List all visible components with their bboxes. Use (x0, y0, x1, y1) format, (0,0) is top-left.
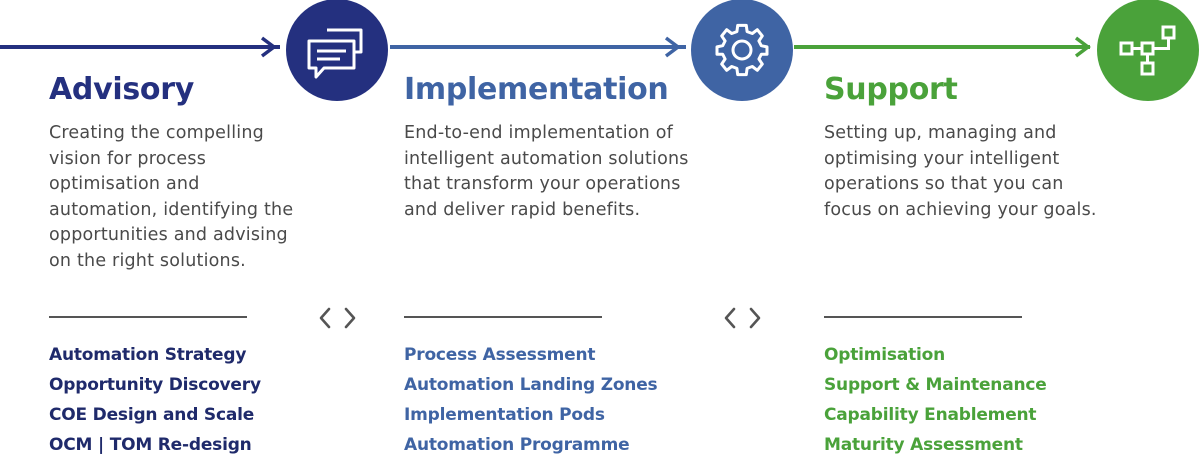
list-item: Support & Maintenance (824, 375, 1047, 395)
implementation-services-list: Process Assessment Automation Landing Zo… (404, 340, 658, 460)
list-item: Capability Enablement (824, 405, 1037, 425)
list-item: Automation Strategy (49, 345, 247, 365)
implementation-column: Implementation End-to-end implementation… (404, 72, 694, 223)
network-nodes-icon (1119, 25, 1176, 76)
list-item: Optimisation (824, 345, 946, 365)
support-arrowhead (1074, 36, 1091, 58)
implementation-title: Implementation (404, 72, 669, 107)
implementation-divider (404, 316, 602, 318)
list-item: Maturity Assessment (824, 435, 1023, 455)
support-divider (824, 316, 1022, 318)
support-title: Support (824, 72, 958, 107)
advisory-column: Advisory Creating the compelling vision … (49, 72, 309, 274)
advisory-arrowhead (260, 36, 277, 58)
implementation-arrowhead (664, 36, 681, 58)
advisory-services-list: Automation Strategy Opportunity Discover… (49, 340, 261, 460)
support-description: Setting up, managing and optimising your… (824, 123, 1097, 220)
list-item: Automation Landing Zones (404, 375, 658, 395)
advisory-description: Creating the compelling vision for proce… (49, 123, 294, 271)
implementation-description: End-to-end implementation of intelligent… (404, 123, 689, 220)
advisory-divider (49, 316, 247, 318)
support-column: Support Setting up, managing and optimis… (824, 72, 1114, 223)
list-item: OCM | TOM Re-design (49, 435, 252, 455)
left-right-chevrons-icon (724, 307, 761, 329)
chat-bubbles-icon (307, 28, 363, 79)
advisory-title: Advisory (49, 72, 194, 107)
list-item: Automation Programme (404, 435, 630, 455)
list-item: Process Assessment (404, 345, 596, 365)
list-item: Implementation Pods (404, 405, 605, 425)
support-icon-circle (1097, 0, 1199, 101)
gear-icon (715, 23, 769, 77)
implementation-icon-circle (691, 0, 793, 101)
list-item: COE Design and Scale (49, 405, 255, 425)
left-right-chevrons-icon (319, 307, 356, 329)
support-services-list: Optimisation Support & Maintenance Capab… (824, 340, 1047, 460)
list-item: Opportunity Discovery (49, 375, 261, 395)
